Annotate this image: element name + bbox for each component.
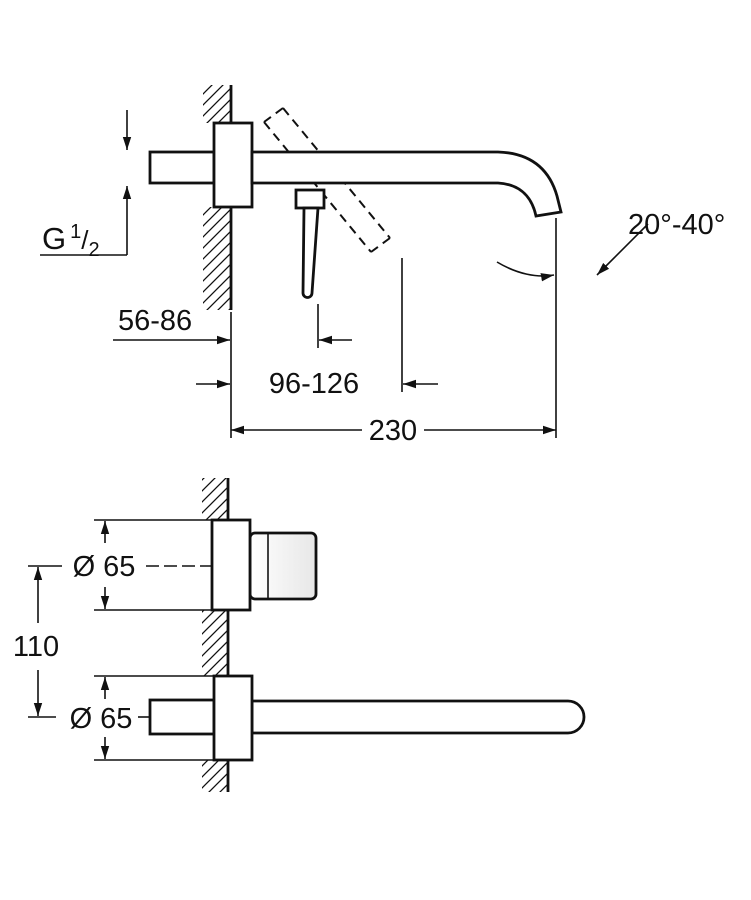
dimension-spout-escutcheon: Ø 65: [70, 675, 214, 761]
dimension-wall-to-lever: 56-86: [113, 304, 352, 348]
wall-hatch-upper: [203, 85, 231, 123]
dim-110-label: 110: [13, 631, 59, 663]
angle-range-label: 20°-40°: [628, 209, 725, 241]
dimension-wall-to-lever-tip: 96-126: [196, 258, 438, 400]
spout-front: [250, 699, 586, 735]
angle-leader-line: [596, 223, 649, 276]
lever-handle-open-position: [263, 107, 391, 253]
dim-dia65-top-label: Ø 65: [73, 551, 136, 583]
dim-56-86-label: 56-86: [118, 305, 192, 337]
handle-knob: [248, 531, 318, 601]
spout-escutcheon: [212, 674, 254, 762]
spout: [250, 150, 563, 218]
escutcheon-plate-side: [212, 121, 254, 209]
dim-96-126-label: 96-126: [269, 368, 359, 400]
dim-dia65-bottom-label: Ø 65: [70, 703, 133, 735]
handle-escutcheon: [210, 518, 252, 612]
lever-hub: [294, 188, 326, 210]
swivel-arc-arrow: [496, 261, 555, 282]
mounting-sleeve: [148, 150, 216, 185]
annotation-spout-angle: 20°-40°: [496, 209, 725, 282]
installation-view: Ø 65 110 Ø 65: [13, 478, 586, 792]
lever-handle: [301, 206, 320, 299]
dim-230-label: 230: [369, 415, 417, 447]
dimension-spout-projection: 230: [230, 218, 557, 447]
dimension-center-distance: 110: [13, 565, 62, 718]
wall-hatch-top: [202, 478, 228, 520]
dimension-handle-escutcheon: Ø 65: [73, 519, 212, 611]
spout-supply-sleeve: [148, 698, 216, 736]
wall-hatch-lower: [203, 207, 231, 310]
wall-hatch-bottom: [202, 760, 228, 792]
wall-hatch-middle: [202, 610, 228, 676]
